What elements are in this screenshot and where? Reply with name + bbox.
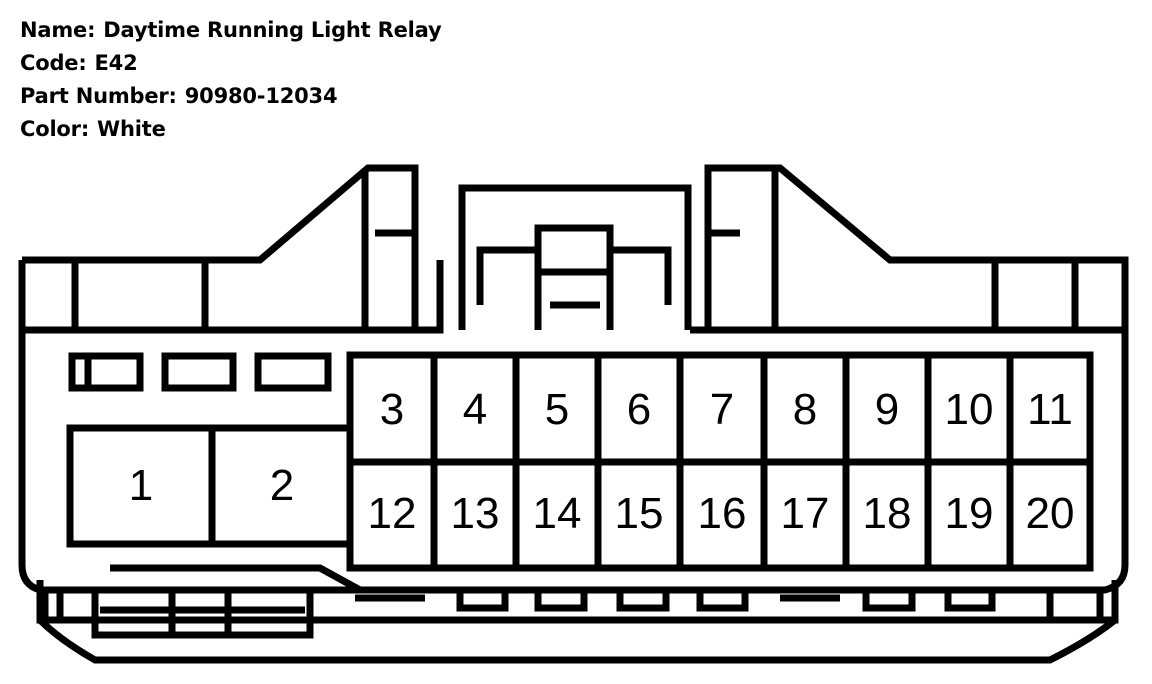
pin-1-label: 1	[129, 461, 153, 510]
name-row: Name: Daytime Running Light Relay	[20, 14, 442, 47]
bottom-rail	[36, 564, 1119, 664]
color-label: Color:	[20, 117, 90, 141]
pin-15-label: 15	[615, 489, 664, 538]
latch-tab	[534, 250, 614, 330]
slot-3	[254, 352, 332, 392]
bottom-tabs	[355, 590, 996, 612]
latch-inner	[476, 224, 672, 305]
pin-16-label: 16	[698, 489, 747, 538]
pin-9-label: 9	[875, 385, 899, 434]
pin-5-label: 5	[545, 385, 569, 434]
latch-outer	[458, 184, 692, 330]
connector-info: Name: Daytime Running Light Relay Code: E4…	[20, 14, 442, 146]
slot-2	[161, 352, 237, 392]
name-label: Name:	[20, 18, 96, 42]
code-value: E42	[94, 51, 138, 75]
pin-14-label: 14	[533, 489, 582, 538]
part-number-label: Part Number:	[20, 84, 177, 108]
pin-2-label: 2	[270, 461, 294, 510]
pin-11-label: 11	[1027, 385, 1073, 434]
pin-8-label: 8	[793, 385, 817, 434]
code-row: Code: E42	[20, 47, 441, 80]
pin-12-label: 12	[368, 489, 417, 538]
pin-10-label: 10	[945, 385, 994, 434]
part-number-value: 90980-12034	[184, 84, 338, 108]
pin-7-label: 7	[710, 385, 734, 434]
color-value: White	[97, 117, 166, 141]
pin-3-label: 3	[380, 385, 404, 434]
name-value: Daytime Running Light Relay	[103, 18, 442, 42]
pin-4-label: 4	[463, 385, 487, 434]
pin-17-label: 17	[781, 489, 830, 538]
pin-grid-lines	[350, 355, 1090, 568]
pin-20-label: 20	[1026, 489, 1075, 538]
pin-18-label: 18	[863, 489, 912, 538]
part-number-row: Part Number: 90980-12034	[20, 80, 441, 113]
pin-13-label: 13	[451, 489, 500, 538]
pin-6-label: 6	[627, 385, 651, 434]
color-row: Color: White	[20, 113, 441, 146]
upper-left-dividers	[71, 170, 415, 330]
pin-19-label: 19	[945, 489, 994, 538]
upper-right-dividers	[708, 170, 1079, 330]
slot-1	[68, 352, 144, 392]
housing-outline	[18, 164, 1129, 594]
code-label: Code:	[20, 51, 87, 75]
